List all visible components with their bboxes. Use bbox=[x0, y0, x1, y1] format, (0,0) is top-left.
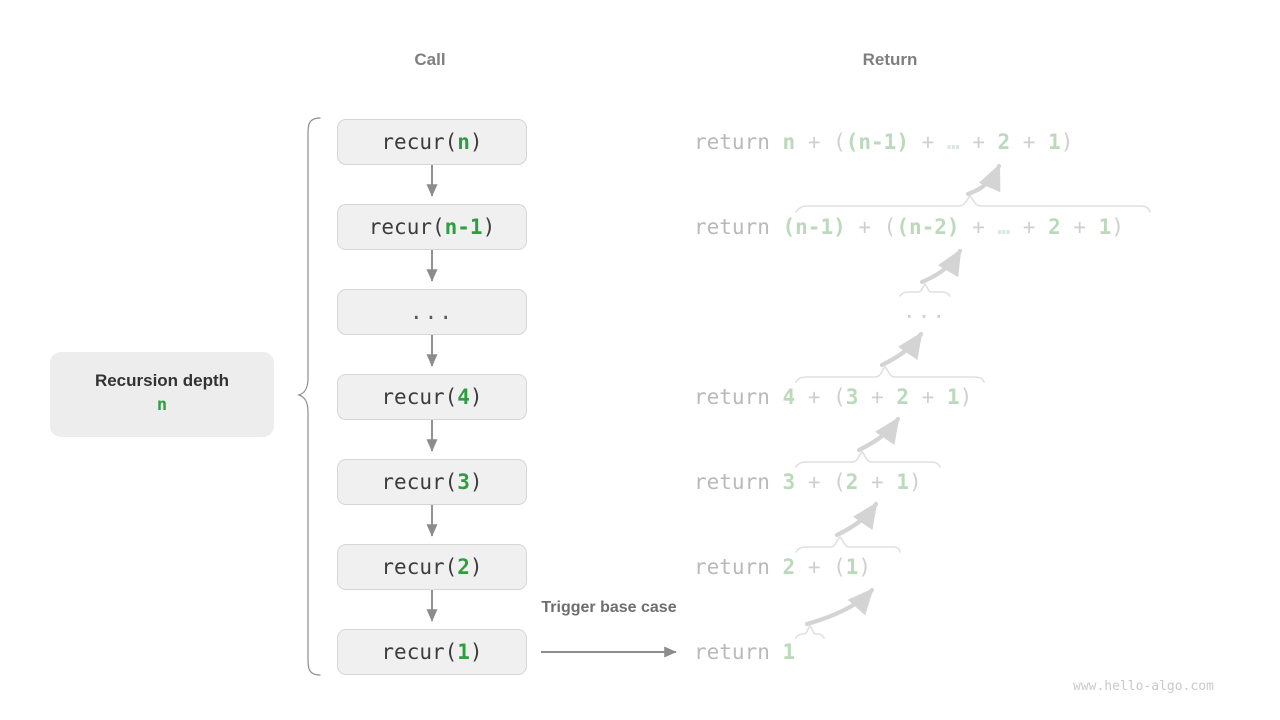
return-keyword: return bbox=[694, 385, 783, 409]
brace-row-3 bbox=[899, 282, 951, 297]
recursion-depth-box: Recursion depth n bbox=[50, 352, 274, 437]
call-box-recur-n[interactable]: recur(n) bbox=[337, 119, 527, 165]
call-box-text-prefix: recur( bbox=[381, 385, 458, 409]
brace-row-4 bbox=[795, 365, 985, 383]
return-keyword: return bbox=[694, 215, 783, 239]
return-row-5: return 3 + (2 + 1) bbox=[694, 470, 922, 494]
return-row-1: return n + ((n-1) + … + 2 + 1) bbox=[694, 130, 1074, 154]
brace-row-5 bbox=[795, 450, 941, 468]
return-row-2: return (n-1) + ((n-2) + … + 2 + 1) bbox=[694, 215, 1124, 239]
call-box-arg: 1 bbox=[457, 640, 470, 664]
call-box-text-prefix: recur( bbox=[381, 555, 458, 579]
call-box-arg: 2 bbox=[457, 555, 470, 579]
return-keyword: return bbox=[694, 470, 783, 494]
call-box-text-suffix: ) bbox=[469, 385, 483, 409]
recursion-depth-value: n bbox=[156, 395, 168, 416]
return-row-ellipsis: ... bbox=[903, 299, 947, 323]
call-box-ellipsis-text: ... bbox=[410, 300, 454, 324]
call-box-recur-4[interactable]: recur(4) bbox=[337, 374, 527, 420]
return-keyword: return bbox=[694, 640, 783, 664]
call-box-text-suffix: ) bbox=[469, 470, 483, 494]
recursion-depth-title: Recursion depth bbox=[94, 371, 230, 391]
call-box-recur-3[interactable]: recur(3) bbox=[337, 459, 527, 505]
watermark: www.hello-algo.com bbox=[1073, 679, 1214, 694]
call-box-arg: n bbox=[457, 130, 470, 154]
call-box-text-prefix: recur( bbox=[381, 470, 458, 494]
call-box-recur-n-1[interactable]: recur(n-1) bbox=[337, 204, 527, 250]
return-arrow-5-to-4 bbox=[856, 416, 901, 453]
return-row-6: return 2 + (1) bbox=[694, 555, 872, 579]
call-box-recur-2[interactable]: recur(2) bbox=[337, 544, 527, 590]
call-box-text-suffix: ) bbox=[469, 130, 483, 154]
return-arrow-2-to-1 bbox=[965, 163, 1002, 197]
return-arrow-6-to-5 bbox=[834, 501, 879, 538]
trigger-base-case-label: Trigger base case bbox=[541, 599, 677, 616]
return-row-4: return 4 + (3 + 2 + 1) bbox=[694, 385, 973, 409]
call-box-text-prefix: recur( bbox=[368, 215, 445, 239]
call-box-text-prefix: recur( bbox=[381, 130, 458, 154]
call-box-text-suffix: ) bbox=[469, 555, 483, 579]
return-row-7: return 1 bbox=[694, 640, 796, 664]
recursion-depth-brace bbox=[297, 117, 321, 676]
return-arrow-3-to-2 bbox=[919, 248, 963, 285]
return-keyword: return bbox=[694, 130, 783, 154]
return-arrow-7-to-6 bbox=[804, 587, 875, 627]
call-box-text-suffix: ) bbox=[482, 215, 496, 239]
call-box-text-suffix: ) bbox=[469, 640, 483, 664]
brace-row-7 bbox=[795, 624, 825, 639]
return-arrow-4-to-3 bbox=[879, 331, 924, 368]
column-header-call: Call bbox=[414, 50, 446, 69]
column-header-return: Return bbox=[862, 50, 918, 69]
call-box-text-prefix: recur( bbox=[381, 640, 458, 664]
call-box-arg: 3 bbox=[457, 470, 470, 494]
return-keyword: return bbox=[694, 555, 783, 579]
call-box-recur-1[interactable]: recur(1) bbox=[337, 629, 527, 675]
brace-row-6 bbox=[795, 535, 901, 553]
call-box-arg: 4 bbox=[457, 385, 470, 409]
call-box-ellipsis: ... bbox=[337, 289, 527, 335]
brace-row-2 bbox=[795, 194, 1151, 213]
call-box-arg: n-1 bbox=[444, 215, 483, 239]
